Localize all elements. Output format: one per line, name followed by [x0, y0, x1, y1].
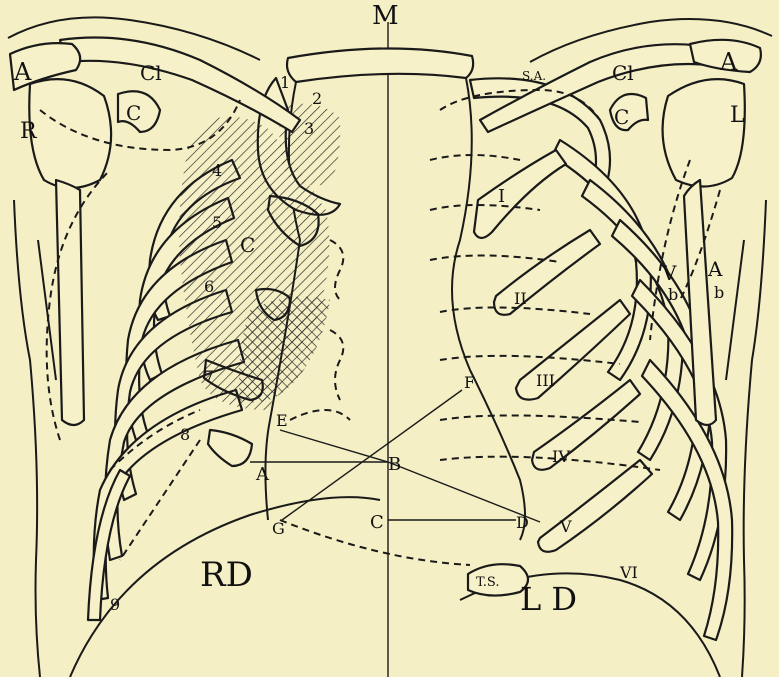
label-acromion-left: A — [719, 48, 738, 76]
label-rib-8: 8 — [180, 425, 190, 444]
label-rib-V: V — [559, 517, 572, 536]
label-coracoid-right: C — [126, 101, 141, 125]
label-point-e: E — [276, 411, 288, 430]
label-point-b: B — [388, 454, 401, 475]
label-vb-sub: b — [668, 285, 678, 304]
label-acromion-right: A — [13, 58, 32, 86]
label-rib-7: 7 — [204, 367, 214, 386]
label-rib-5: 5 — [212, 213, 222, 232]
label-rib-1: 1 — [280, 73, 290, 92]
label-ld: L D — [520, 580, 577, 618]
label-ab-sub: b — [714, 283, 724, 302]
label-coracoid-left: C — [614, 105, 629, 129]
label-side-right: R — [20, 119, 38, 144]
right-arm-outline — [14, 200, 40, 677]
label-sa: S.A. — [522, 69, 546, 83]
left-arm-outline-inner — [726, 240, 744, 380]
label-m: M — [372, 1, 399, 31]
label-rib-6: 6 — [204, 277, 214, 296]
label-heart-c: C — [240, 233, 255, 257]
label-rib-II: II — [514, 289, 527, 308]
label-point-g: G — [272, 519, 285, 538]
manubrium — [287, 48, 473, 82]
label-clavicle-right: Cl — [140, 61, 162, 85]
label-ab: A — [707, 257, 723, 281]
label-clavicle-left: Cl — [612, 61, 634, 85]
left-humeral-head — [663, 79, 745, 186]
label-side-left: L — [730, 103, 745, 128]
right-costal-cartilage-8 — [208, 430, 252, 466]
label-rd: RD — [200, 555, 253, 595]
label-rib-IV: IV — [552, 447, 570, 466]
label-rib-III: III — [536, 371, 555, 390]
label-rib-2: 2 — [312, 89, 322, 108]
label-vb: V — [661, 261, 677, 285]
label-rib-4: 4 — [212, 161, 222, 180]
label-point-f: F — [464, 373, 475, 392]
label-point-d: D — [516, 513, 529, 532]
label-ts: T.S. — [476, 575, 499, 590]
right-humeral-head — [29, 79, 111, 188]
label-rib-3: 3 — [304, 119, 314, 138]
label-point-c: C — [370, 512, 384, 533]
label-rib-9: 9 — [110, 595, 120, 614]
right-arm-outline-inner — [38, 240, 56, 380]
label-point-a: A — [255, 464, 270, 485]
left-arm-outline — [742, 200, 766, 677]
right-humerus-shaft — [56, 180, 84, 425]
label-rib-VI: VI — [619, 563, 638, 582]
label-rib-I: I — [498, 186, 505, 207]
